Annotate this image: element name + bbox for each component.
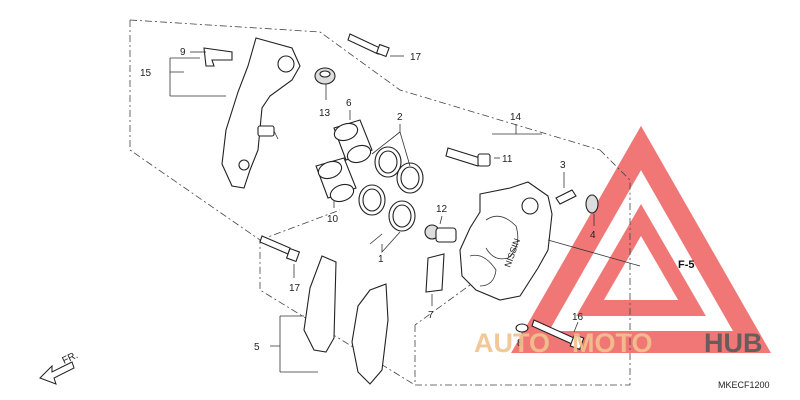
bolt-upper (347, 33, 390, 58)
callout-11: 11 (502, 154, 513, 165)
seal-rings (358, 146, 424, 232)
callout-8: 8 (517, 338, 523, 349)
svg-text:MOTO: MOTO (572, 328, 653, 358)
callout-3: 3 (560, 160, 566, 171)
callout-7: 7 (428, 310, 434, 321)
pad-pin (424, 224, 457, 243)
watermark-text: AUTO MOTO HUB (474, 328, 763, 358)
callout-6: 6 (346, 98, 352, 109)
front-arrow-icon (39, 361, 75, 385)
callout-12: 12 (436, 204, 448, 215)
bleeder-screw (555, 189, 577, 205)
callout-1: 1 (378, 254, 384, 265)
front-direction-label: FR. (61, 350, 80, 367)
brake-pad-b (351, 283, 389, 385)
callout-2: 2 (397, 112, 403, 123)
assembly-frame (129, 19, 631, 386)
frame-reference-label: F-5 (678, 259, 695, 271)
callout-14: 14 (510, 112, 522, 123)
callout-17-top: 17 (410, 52, 422, 63)
piston-lower (315, 157, 357, 203)
bleeder-cap (585, 194, 599, 214)
bolt-lower (259, 235, 301, 263)
pad-shim (425, 253, 445, 293)
callout-5: 5 (254, 342, 260, 353)
callout-4: 4 (590, 230, 596, 241)
callout-15: 15 (140, 68, 152, 79)
piston-upper (333, 119, 373, 164)
slide-pin (445, 147, 491, 167)
pad-clip (203, 47, 233, 67)
callout-9: 9 (180, 47, 186, 58)
callout-17-bottom: 17 (289, 283, 301, 294)
sleeve-bolt (531, 319, 585, 351)
svg-text:AUTO: AUTO (474, 328, 550, 358)
brake-pad-a (303, 255, 337, 353)
caliper-body: NISSIN (459, 181, 553, 301)
callout-16: 16 (572, 312, 584, 323)
callout-13: 13 (319, 108, 331, 119)
leader-lines (169, 51, 641, 373)
caliper-bracket (221, 37, 301, 189)
callout-10: 10 (327, 214, 339, 225)
svg-text:HUB: HUB (704, 328, 763, 358)
diagram-code: MKECF1200 (718, 380, 770, 390)
watermark-logo (511, 125, 771, 353)
boot (314, 67, 336, 85)
